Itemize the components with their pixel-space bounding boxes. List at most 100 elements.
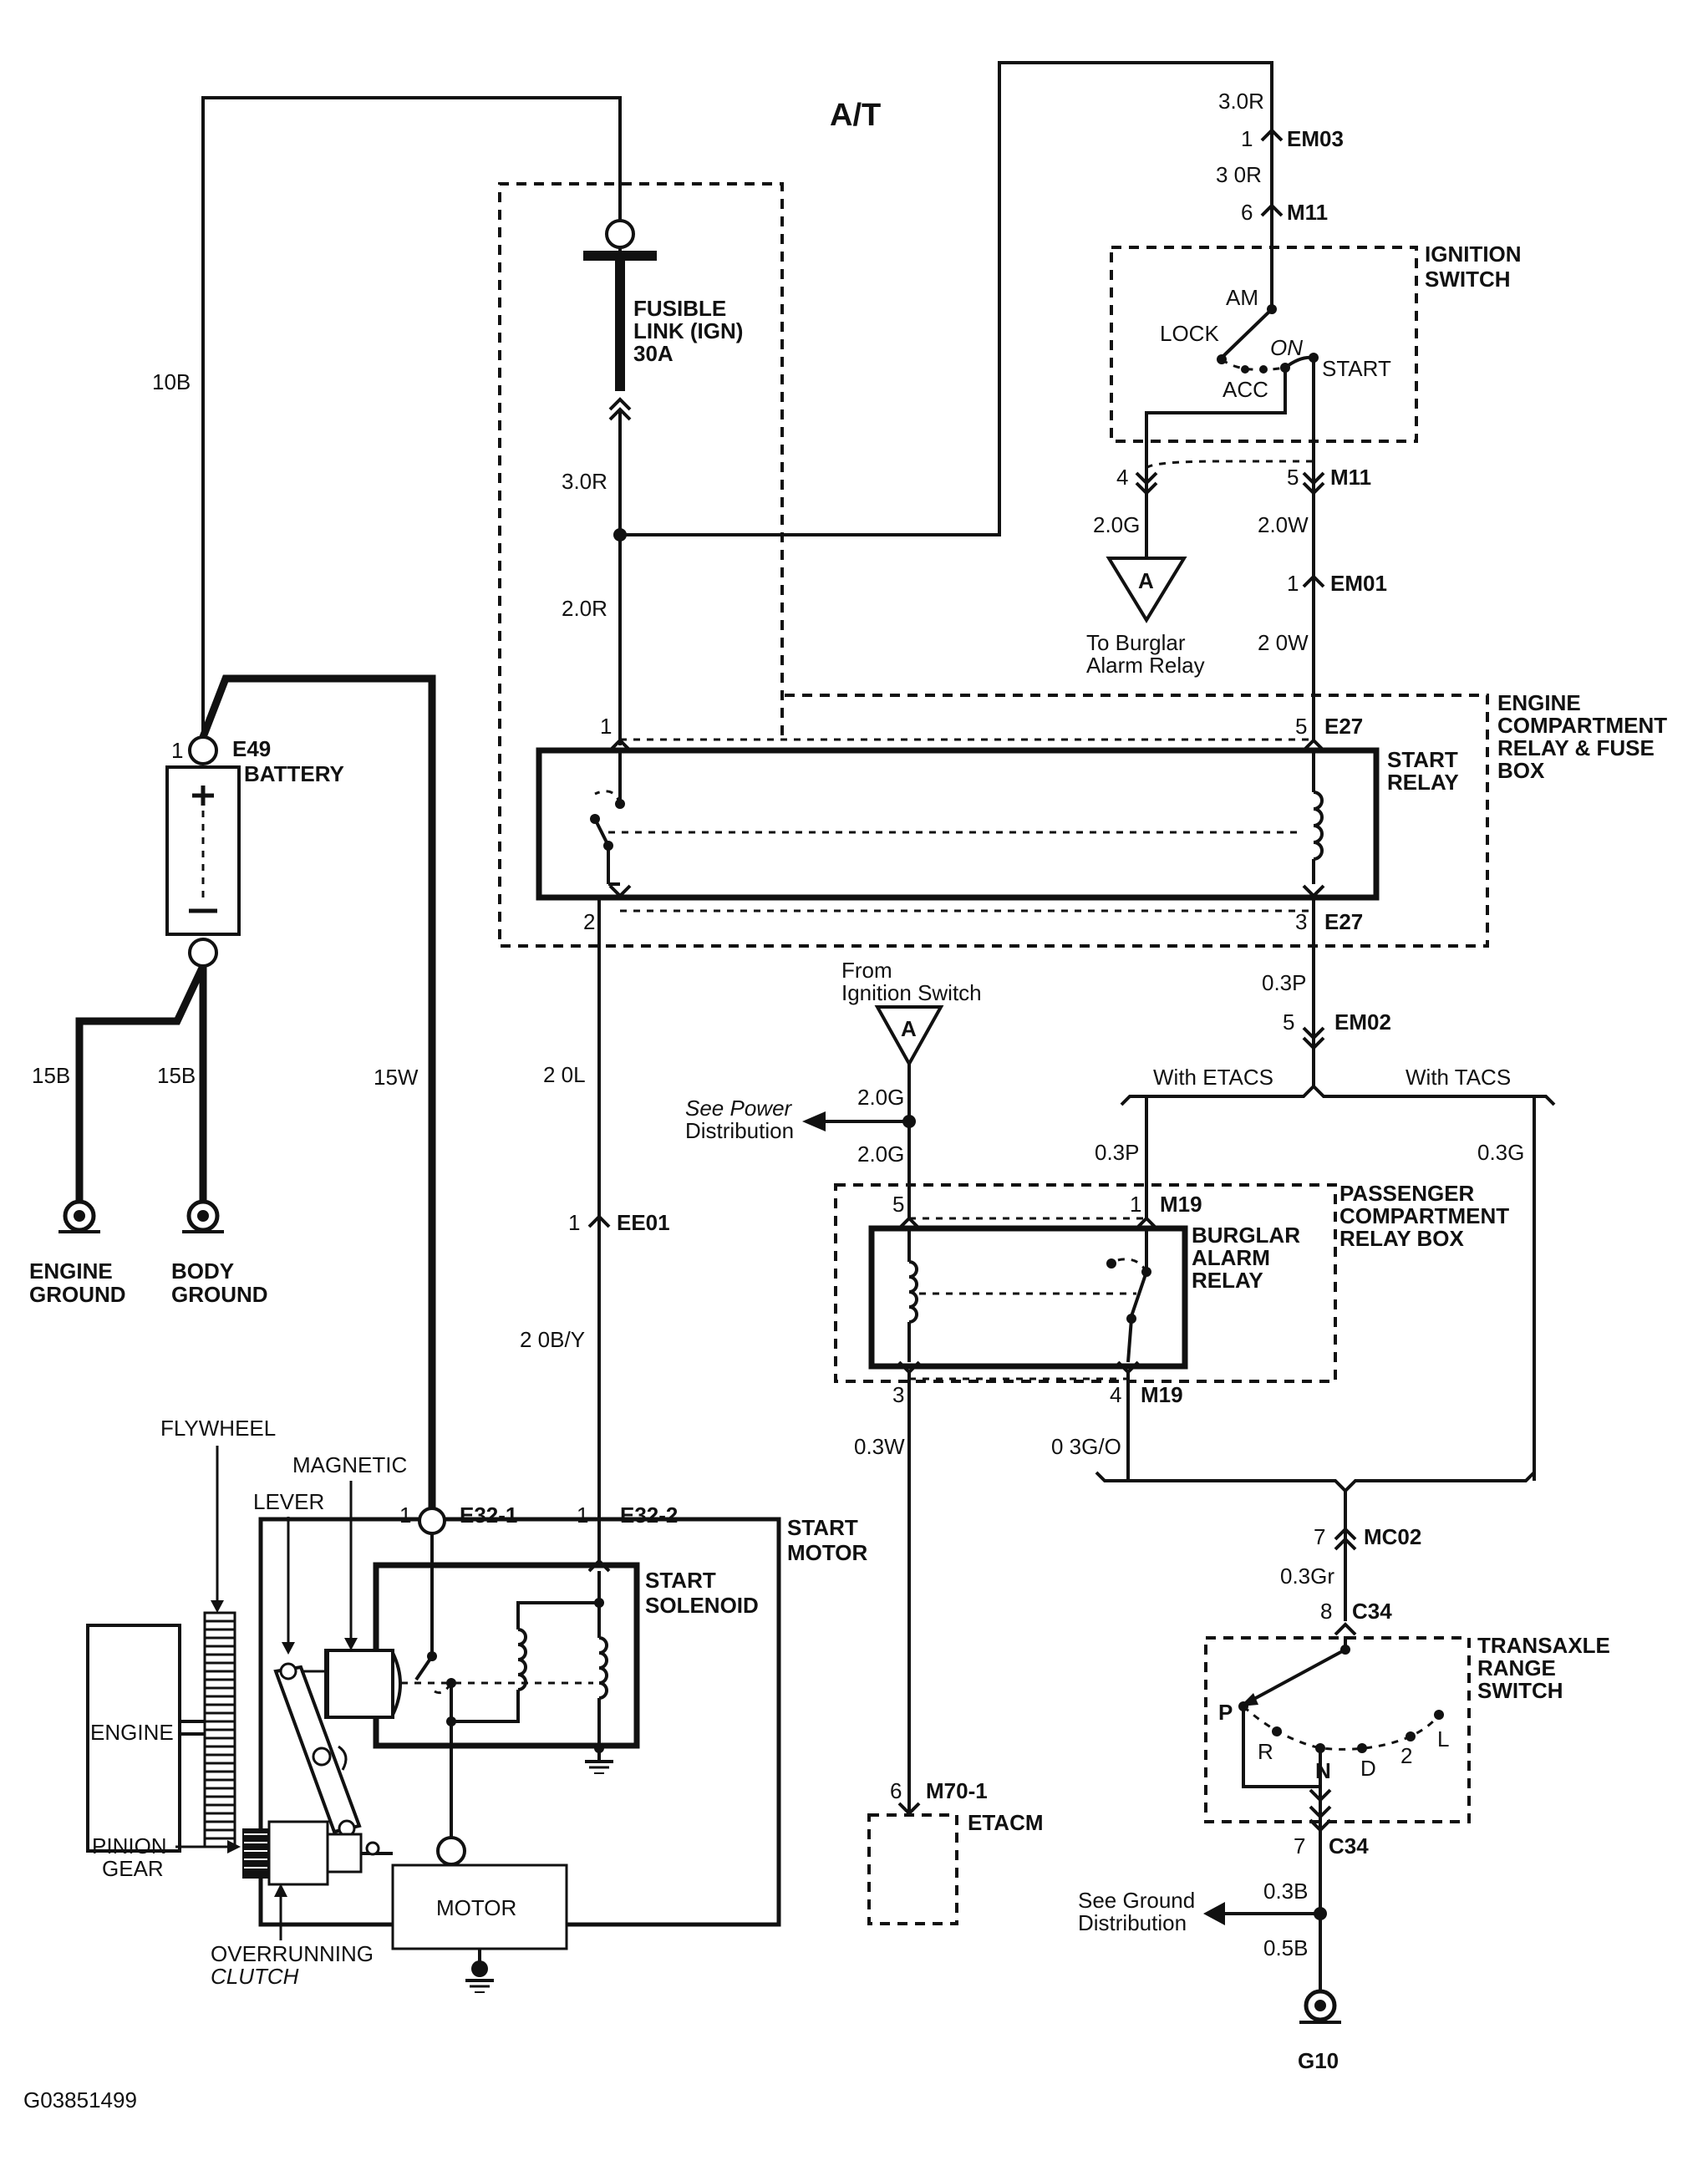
- svg-text:L: L: [1437, 1726, 1449, 1752]
- svg-text:D: D: [1360, 1756, 1376, 1781]
- svg-text:LOCK: LOCK: [1160, 321, 1219, 346]
- e49-connector: E49: [232, 736, 271, 761]
- start-solenoid-label: START: [645, 1568, 716, 1593]
- svg-text:5: 5: [892, 1192, 904, 1217]
- pinion-gear-label: PINION: [92, 1833, 167, 1858]
- svg-text:0.3G: 0.3G: [1477, 1140, 1524, 1165]
- svg-text:GEAR: GEAR: [102, 1856, 164, 1881]
- svg-text:5: 5: [1295, 714, 1307, 739]
- svg-text:RELAY BOX: RELAY BOX: [1339, 1226, 1464, 1251]
- battery-negative-terminal: [188, 938, 218, 968]
- svg-text:COMPARTMENT: COMPARTMENT: [1497, 713, 1667, 738]
- svg-text:2.0G: 2.0G: [1093, 512, 1140, 537]
- svg-text:15B: 15B: [157, 1063, 196, 1088]
- motor-terminal: [436, 1836, 466, 1866]
- svg-text:2.0R: 2.0R: [562, 596, 607, 621]
- svg-text:8: 8: [1320, 1599, 1332, 1624]
- engine-box-label: ENGINE: [1497, 690, 1581, 715]
- passenger-compartment-box: [834, 1183, 1337, 1383]
- c34-connector-top: C34: [1352, 1599, 1392, 1624]
- fusible-link-label: FUSIBLE: [633, 296, 726, 321]
- burglar-relay-coil: [907, 1230, 918, 1362]
- figure-id: G03851499: [23, 2087, 137, 2113]
- start-relay-box: [536, 747, 1380, 901]
- svg-text:MOTOR: MOTOR: [787, 1540, 868, 1565]
- start-relay-contacts: [590, 752, 1304, 886]
- svg-text:ON: ON: [1270, 335, 1303, 360]
- svg-text:AM: AM: [1226, 285, 1258, 310]
- pinion-drive: [242, 1820, 393, 1886]
- svg-text:6: 6: [890, 1778, 902, 1803]
- svg-text:0.3B: 0.3B: [1263, 1879, 1309, 1904]
- svg-text:P: P: [1218, 1700, 1233, 1725]
- c34-connector-bottom: C34: [1329, 1833, 1369, 1858]
- with-etacs-label: With ETACS: [1153, 1065, 1273, 1090]
- svg-text:RELAY: RELAY: [1192, 1268, 1263, 1293]
- svg-text:7: 7: [1294, 1833, 1305, 1858]
- svg-text:2.0W: 2.0W: [1258, 512, 1309, 537]
- option-bracket-top: [1120, 1084, 1556, 1106]
- svg-text:SOLENOID: SOLENOID: [645, 1593, 759, 1618]
- svg-text:ALARM: ALARM: [1192, 1245, 1270, 1270]
- em01-connector: EM01: [1330, 571, 1387, 596]
- start-relay-coil: [1312, 752, 1324, 884]
- svg-text:4: 4: [1110, 1382, 1121, 1407]
- start-motor-label: START: [787, 1515, 858, 1540]
- etacm-box: [867, 1813, 958, 1925]
- svg-text:0.5B: 0.5B: [1263, 1935, 1309, 1960]
- svg-text:2: 2: [583, 909, 595, 934]
- svg-text:5: 5: [1287, 465, 1299, 490]
- svg-text:10B: 10B: [152, 369, 191, 394]
- svg-text:0.3Gr: 0.3Gr: [1280, 1563, 1334, 1589]
- flywheel: [203, 1611, 236, 1848]
- offpage-connector-a-bottom: A: [874, 1005, 944, 1068]
- svg-text:3.0R: 3.0R: [562, 469, 607, 494]
- svg-text:0.3W: 0.3W: [854, 1434, 905, 1459]
- with-tacs-label: With TACS: [1406, 1065, 1511, 1090]
- wire-15b-engine: [75, 964, 207, 1202]
- engine-label: ENGINE: [90, 1720, 174, 1745]
- body-ground-label: BODY: [171, 1258, 234, 1284]
- svg-text:4: 4: [1116, 465, 1128, 490]
- wire-15w: [199, 674, 436, 1513]
- battery-positive-terminal: [188, 735, 218, 765]
- fusible-link: FUSIBLE LINK (IGN) 30A: [583, 219, 743, 421]
- svg-text:3.0R: 3.0R: [1218, 89, 1264, 114]
- g10-label: G10: [1298, 2048, 1339, 2073]
- svg-text:SWITCH: SWITCH: [1477, 1678, 1563, 1703]
- svg-text:A: A: [1138, 568, 1154, 593]
- g10-ground-icon: [1299, 1989, 1341, 2024]
- wire-10b: [201, 96, 622, 750]
- svg-text:0.3P: 0.3P: [1262, 970, 1307, 995]
- e27-connector-bottom: E27: [1324, 909, 1363, 934]
- svg-text:GROUND: GROUND: [171, 1282, 268, 1307]
- option-bracket-bottom: [1095, 1471, 1536, 1493]
- svg-text:Distribution: Distribution: [685, 1118, 794, 1143]
- svg-text:1: 1: [568, 1210, 580, 1235]
- svg-text:1: 1: [171, 738, 183, 763]
- svg-text:5: 5: [1283, 1009, 1294, 1035]
- magnetic-label: MAGNETIC: [292, 1452, 407, 1477]
- engine-compartment-box: [498, 182, 1489, 948]
- body-ground-icon: [182, 1199, 224, 1233]
- ignition-switch: AM LOCK ON START ACC: [1160, 285, 1391, 402]
- ee01-connector: EE01: [617, 1210, 670, 1235]
- mc02-connector: MC02: [1364, 1524, 1421, 1549]
- engine-block: [86, 1624, 181, 1853]
- svg-text:Alarm Relay: Alarm Relay: [1086, 653, 1205, 678]
- e32-1-connector: E32-1: [460, 1502, 517, 1528]
- m11-connector-bottom: M11: [1330, 465, 1371, 490]
- svg-text:1: 1: [399, 1502, 411, 1528]
- svg-text:Ignition Switch: Ignition Switch: [841, 980, 982, 1005]
- svg-text:LINK (IGN): LINK (IGN): [633, 318, 743, 343]
- transaxle-label: TRANSAXLE: [1477, 1633, 1610, 1658]
- svg-text:1: 1: [600, 714, 612, 739]
- e27-connector-top: E27: [1324, 714, 1363, 739]
- svg-text:RANGE: RANGE: [1477, 1655, 1556, 1680]
- svg-text:RELAY & FUSE: RELAY & FUSE: [1497, 735, 1655, 760]
- svg-text:7: 7: [1314, 1524, 1325, 1549]
- transaxle-range-switch: P R N D 2 L: [1218, 1636, 1449, 1788]
- wire-2-0g-acc: [1145, 368, 1287, 560]
- svg-text:ACC: ACC: [1223, 377, 1268, 402]
